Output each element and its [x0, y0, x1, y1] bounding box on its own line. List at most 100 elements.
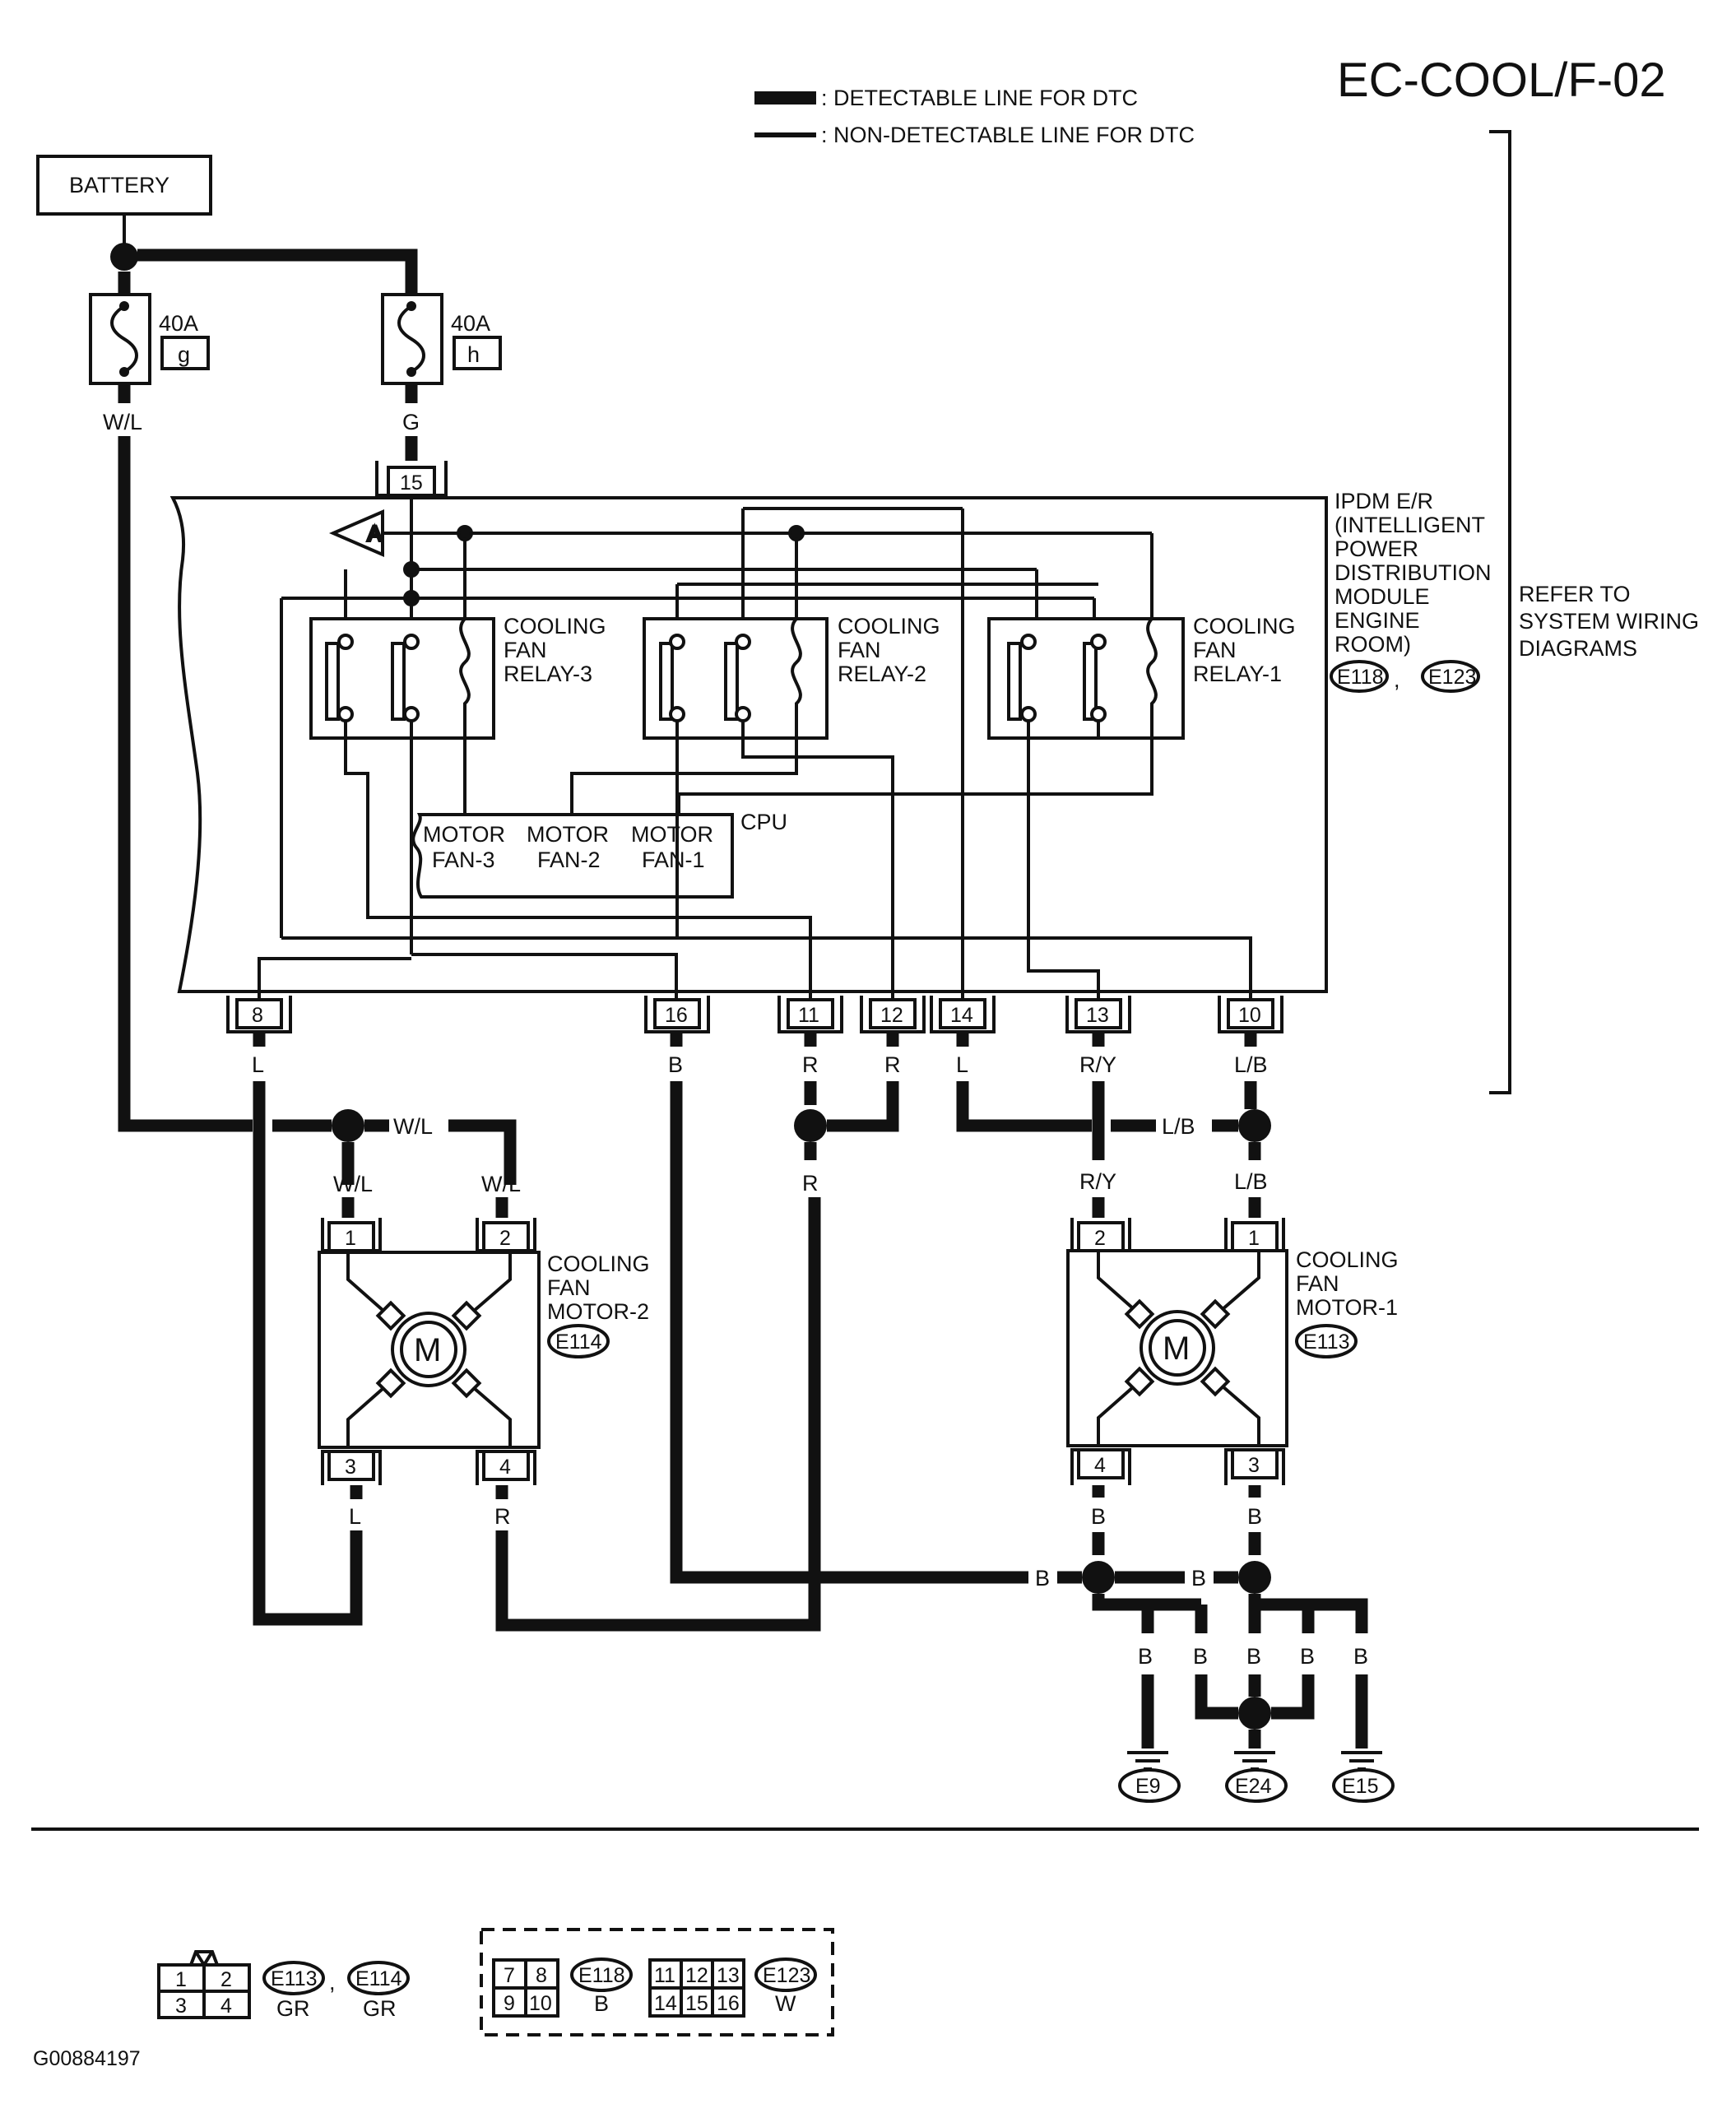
- wl-splice-wire: W/L: [393, 1114, 433, 1139]
- motor1-pin1-wire: L/B: [1234, 1169, 1268, 1194]
- ground-e9-wire: B: [1138, 1644, 1153, 1669]
- ipdm-label-6: ENGINE: [1334, 608, 1420, 633]
- motor2-connector: E114: [555, 1331, 602, 1354]
- ground-e24: E24: [1225, 1751, 1288, 1803]
- terminal-16-wire: B: [668, 1052, 683, 1077]
- svg-text:13: 13: [1086, 1004, 1109, 1027]
- fuse-g: 40A g W/L: [89, 293, 210, 434]
- terminal-13: 13: [1065, 996, 1131, 1033]
- relay-2-label-3: RELAY-2: [838, 662, 926, 686]
- relay-1-label-2: FAN: [1193, 638, 1237, 662]
- battery-box: [36, 155, 212, 216]
- motor1-pin4-wire: B: [1091, 1504, 1106, 1529]
- face-connector-e123: E123: [763, 1964, 810, 1987]
- fuse-g-rating: 40A: [159, 311, 198, 336]
- ground-splice-1: [1082, 1561, 1115, 1594]
- battery-feed: [110, 214, 418, 295]
- svg-text:E15: E15: [1342, 1775, 1378, 1798]
- motor1-pin3-wire: B: [1247, 1504, 1262, 1529]
- svg-text:4: 4: [1094, 1454, 1106, 1477]
- svg-text:B: B: [594, 1991, 609, 2016]
- fuse-h-rating: 40A: [451, 311, 490, 336]
- terminal-14-wire: L: [956, 1052, 968, 1077]
- ipdm-internal-wiring: [258, 721, 1252, 1000]
- motor-fan-3-line-1: MOTOR: [423, 822, 505, 847]
- ground-splice-3: [1238, 1697, 1271, 1730]
- terminal-13-wire: R/Y: [1079, 1052, 1116, 1077]
- motor2-pin3-wire: L: [349, 1504, 361, 1529]
- figure-id: G00884197: [33, 2047, 141, 2070]
- battery-label: BATTERY: [69, 173, 169, 197]
- refer-bracket: REFER TO SYSTEM WIRING DIAGRAMS: [1489, 130, 1699, 1094]
- terminal-15: 15: [400, 471, 423, 495]
- relay-coil-icon: [459, 617, 471, 738]
- svg-text:13: 13: [717, 1964, 740, 1987]
- motor-connector-face: 1 2 3 4 E113 , E114 GR GR: [157, 1950, 410, 2021]
- svg-text:4: 4: [499, 1456, 511, 1479]
- relay-2: COOLING FAN RELAY-2: [643, 614, 940, 740]
- face-connector-e118: E118: [578, 1964, 625, 1987]
- motor2-label-2: FAN: [547, 1275, 591, 1300]
- ground-e24-wire-2: B: [1246, 1644, 1261, 1669]
- svg-text:W: W: [775, 1991, 796, 2016]
- cpu-label: CPU: [740, 810, 787, 834]
- ipdm-outline: [169, 496, 1328, 993]
- relay-1: COOLING FAN RELAY-1: [987, 614, 1296, 740]
- motor2-pin4-wire: R: [494, 1504, 511, 1529]
- fuse-h-wire: G: [402, 410, 420, 434]
- lb-splice: [1238, 1109, 1271, 1142]
- svg-text:11: 11: [654, 1964, 675, 1987]
- cpu-block: CPU MOTOR FAN-3 MOTOR FAN-2 MOTOR FAN-1: [411, 810, 787, 899]
- fuse-element-icon: [110, 304, 138, 374]
- svg-text:14: 14: [950, 1004, 973, 1027]
- wl-feed-wire: [118, 436, 253, 1132]
- motor1-label-1: COOLING: [1296, 1247, 1399, 1272]
- terminal-8-wire: L: [252, 1052, 264, 1077]
- relay-2-label-2: FAN: [838, 638, 881, 662]
- ipdm-connector-faces: 7 8 9 10 E118 B 11 12 13 14 15 16 E123 W: [480, 1928, 834, 2036]
- ipdm-label-4: DISTRIBUTION: [1334, 560, 1492, 585]
- motor2-pin2-wire: W/L: [481, 1172, 521, 1196]
- ground-e24-wire-3: B: [1300, 1644, 1315, 1669]
- relay-coil-icon: [791, 617, 802, 738]
- terminal-12-wire: R: [884, 1052, 901, 1077]
- ground-e9: E9: [1118, 1751, 1181, 1803]
- svg-text:1: 1: [345, 1227, 356, 1250]
- relay-3-label-1: COOLING: [504, 614, 606, 639]
- svg-text:14: 14: [654, 1992, 677, 2015]
- fuse-g-id: g: [178, 342, 190, 367]
- svg-text:E123: E123: [1428, 666, 1476, 689]
- face-connector-e113: E113: [271, 1967, 318, 1990]
- svg-text:E118: E118: [1337, 666, 1384, 689]
- terminal-12: 12: [860, 996, 926, 1033]
- motor2-label-1: COOLING: [547, 1252, 650, 1276]
- svg-text:3: 3: [345, 1456, 356, 1479]
- face-connector-e114: E114: [355, 1967, 402, 1990]
- motor-fan-1-line-1: MOTOR: [631, 822, 713, 847]
- svg-text:9: 9: [504, 1992, 515, 2015]
- refer-line-1: REFER TO: [1519, 582, 1631, 606]
- terminal-10: 10: [1218, 996, 1283, 1033]
- terminal-8: 8: [226, 996, 292, 1033]
- legend-non-detectable: : NON-DETECTABLE LINE FOR DTC: [821, 123, 1195, 147]
- cooling-fan-motor-2: 1 2 M 3 4 COOLING FAN MOTOR-2 E114: [318, 1197, 650, 1499]
- ipdm-label-5: MODULE: [1334, 584, 1430, 609]
- line-legend: : DETECTABLE LINE FOR DTC : NON-DETECTAB…: [754, 86, 1195, 147]
- motor1-label-3: MOTOR-1: [1296, 1295, 1398, 1320]
- battery-splice: [110, 243, 138, 271]
- ground-bus-wire-1: B: [1035, 1566, 1050, 1591]
- r-splice-wire: R: [802, 1171, 819, 1196]
- svg-text:15: 15: [685, 1992, 708, 2015]
- motor1-connector: E113: [1303, 1331, 1350, 1354]
- ground-splice-2: [1238, 1561, 1271, 1594]
- motor-fan-2-line-1: MOTOR: [527, 822, 609, 847]
- svg-text:4: 4: [220, 1995, 232, 2018]
- fuse-h-id: h: [467, 342, 480, 367]
- ground-harness: B B B B B B B B B: [815, 1485, 1368, 1749]
- svg-text:16: 16: [665, 1004, 688, 1027]
- relay-coil-icon: [1146, 617, 1158, 738]
- marker-a: A: [368, 522, 382, 546]
- ipdm-connector-e118: E118: [1330, 660, 1389, 693]
- svg-text:3: 3: [1248, 1454, 1260, 1477]
